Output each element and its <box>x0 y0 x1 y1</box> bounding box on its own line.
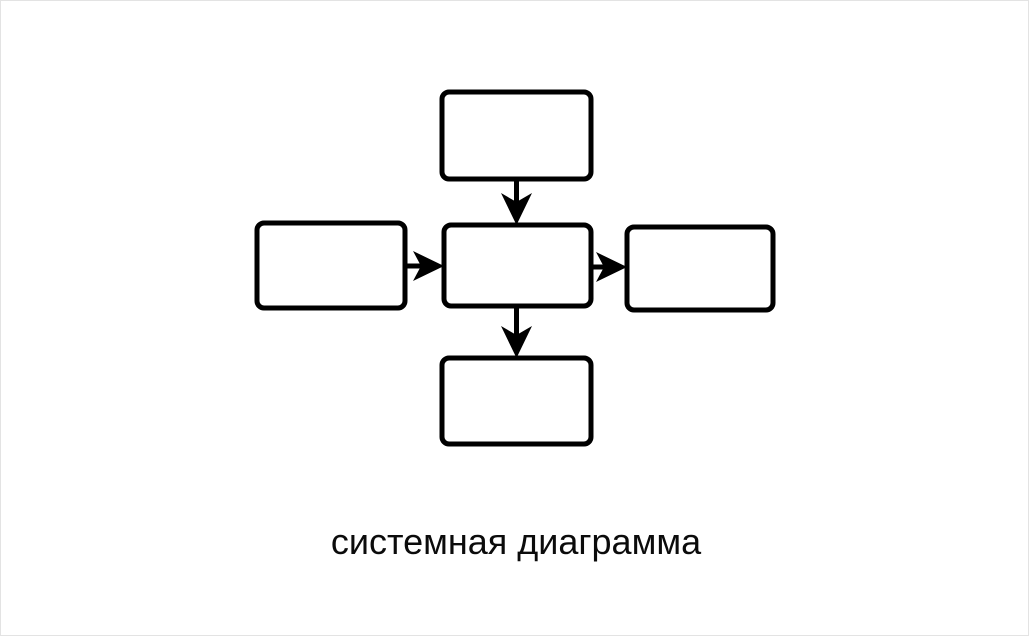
node-box-bottom[interactable] <box>439 355 594 447</box>
node-box-top[interactable] <box>439 89 594 182</box>
arrow-head-center-to-right <box>596 252 627 282</box>
arrow-head-left-to-center <box>413 251 444 281</box>
node-box-right[interactable] <box>624 224 776 313</box>
edge-top-to-center <box>501 179 532 225</box>
diagram-caption: системная диаграмма <box>331 521 702 562</box>
node-box-left[interactable] <box>254 220 408 311</box>
arrow-head-center-to-bottom <box>501 326 532 358</box>
edge-center-to-right <box>591 252 627 282</box>
node-box-center[interactable] <box>441 222 594 309</box>
edge-left-to-center <box>405 251 444 281</box>
edge-center-to-bottom <box>501 306 532 358</box>
arrow-head-top-to-center <box>501 193 532 225</box>
